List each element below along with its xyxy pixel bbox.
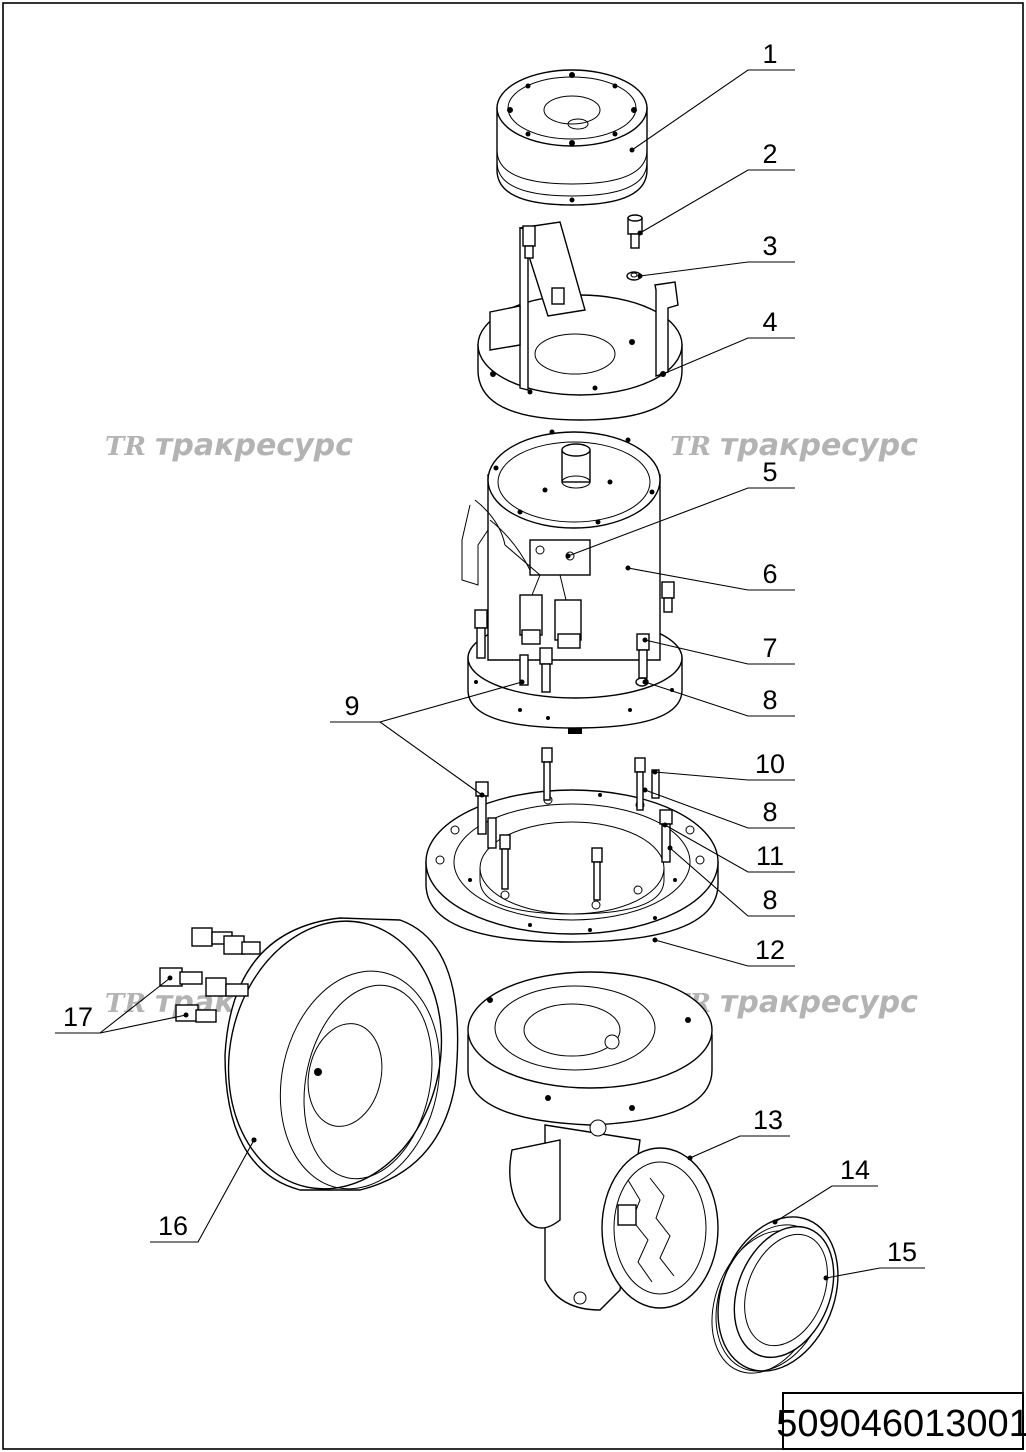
part-17-bolts: [159, 927, 261, 1023]
callout-label: 7: [762, 633, 777, 663]
callout-label: 1: [762, 39, 777, 69]
callout-label: 3: [762, 231, 777, 261]
callout-3: 3: [637, 231, 795, 279]
callout-5: 5: [565, 457, 795, 559]
part-13-gearbox: [467, 971, 719, 1311]
document-number: 509046013001: [776, 1403, 1026, 1445]
callout-8-middle: 8: [642, 787, 795, 829]
part-6-motor: [461, 429, 683, 734]
callout-label: 16: [158, 1211, 188, 1241]
callout-11: 11: [662, 822, 795, 873]
callout-label: 2: [762, 139, 777, 169]
callout-8-bottom: 8: [667, 845, 795, 917]
callout-label: 14: [840, 1155, 870, 1185]
callout-label: 17: [63, 1002, 93, 1032]
callout-label: 9: [344, 691, 359, 721]
part-16-wheel: [224, 917, 459, 1191]
callout-14: 14: [772, 1155, 878, 1225]
callout-15: 15: [823, 1237, 925, 1281]
callout-label: 15: [887, 1237, 917, 1267]
callout-7: 7: [642, 633, 795, 665]
callout-13: 13: [687, 1105, 790, 1161]
callout-1: 1: [629, 39, 795, 153]
watermark-2: TR тракресурс: [670, 428, 918, 463]
callout-label: 10: [755, 749, 785, 779]
callout-label: 11: [756, 841, 784, 871]
watermark-logo: TR: [105, 432, 146, 462]
document-number-box: 509046013001: [776, 1392, 1026, 1450]
callout-label: 4: [762, 307, 777, 337]
callout-6: 6: [625, 559, 795, 591]
callout-10: 10: [652, 749, 795, 781]
part-14-15-cover: [711, 1216, 839, 1374]
callout-label: 12: [755, 935, 785, 965]
watermark-text: тракресурс: [155, 428, 353, 463]
callout-label: 8: [762, 797, 777, 827]
watermark-text: тракресурс: [720, 428, 918, 463]
watermark-logo: TR: [105, 989, 146, 1019]
callout-label: 6: [762, 559, 777, 589]
callout-16: 16: [150, 1137, 257, 1243]
callout-8-top: 8: [642, 679, 795, 717]
part-4-bracket: [477, 221, 683, 421]
callout-label: 5: [762, 457, 777, 487]
part-12-bearing-ring: [425, 747, 719, 943]
callout-label: 8: [762, 685, 777, 715]
callout-4: 4: [660, 307, 795, 377]
part-1-brake: [496, 69, 648, 206]
watermark-logo: TR: [670, 432, 711, 462]
watermark-4: TR тракресурс: [670, 985, 918, 1020]
callout-17: 17: [55, 975, 189, 1034]
callout-label: 8: [762, 885, 777, 915]
callout-9: 9: [330, 679, 525, 798]
part-2-screw: [627, 214, 643, 249]
callout-label: 13: [753, 1105, 783, 1135]
watermark-text: тракресурс: [720, 985, 918, 1020]
watermark-1: TR тракресурс: [105, 428, 353, 463]
callout-12: 12: [652, 935, 795, 967]
callout-2: 2: [637, 139, 795, 236]
